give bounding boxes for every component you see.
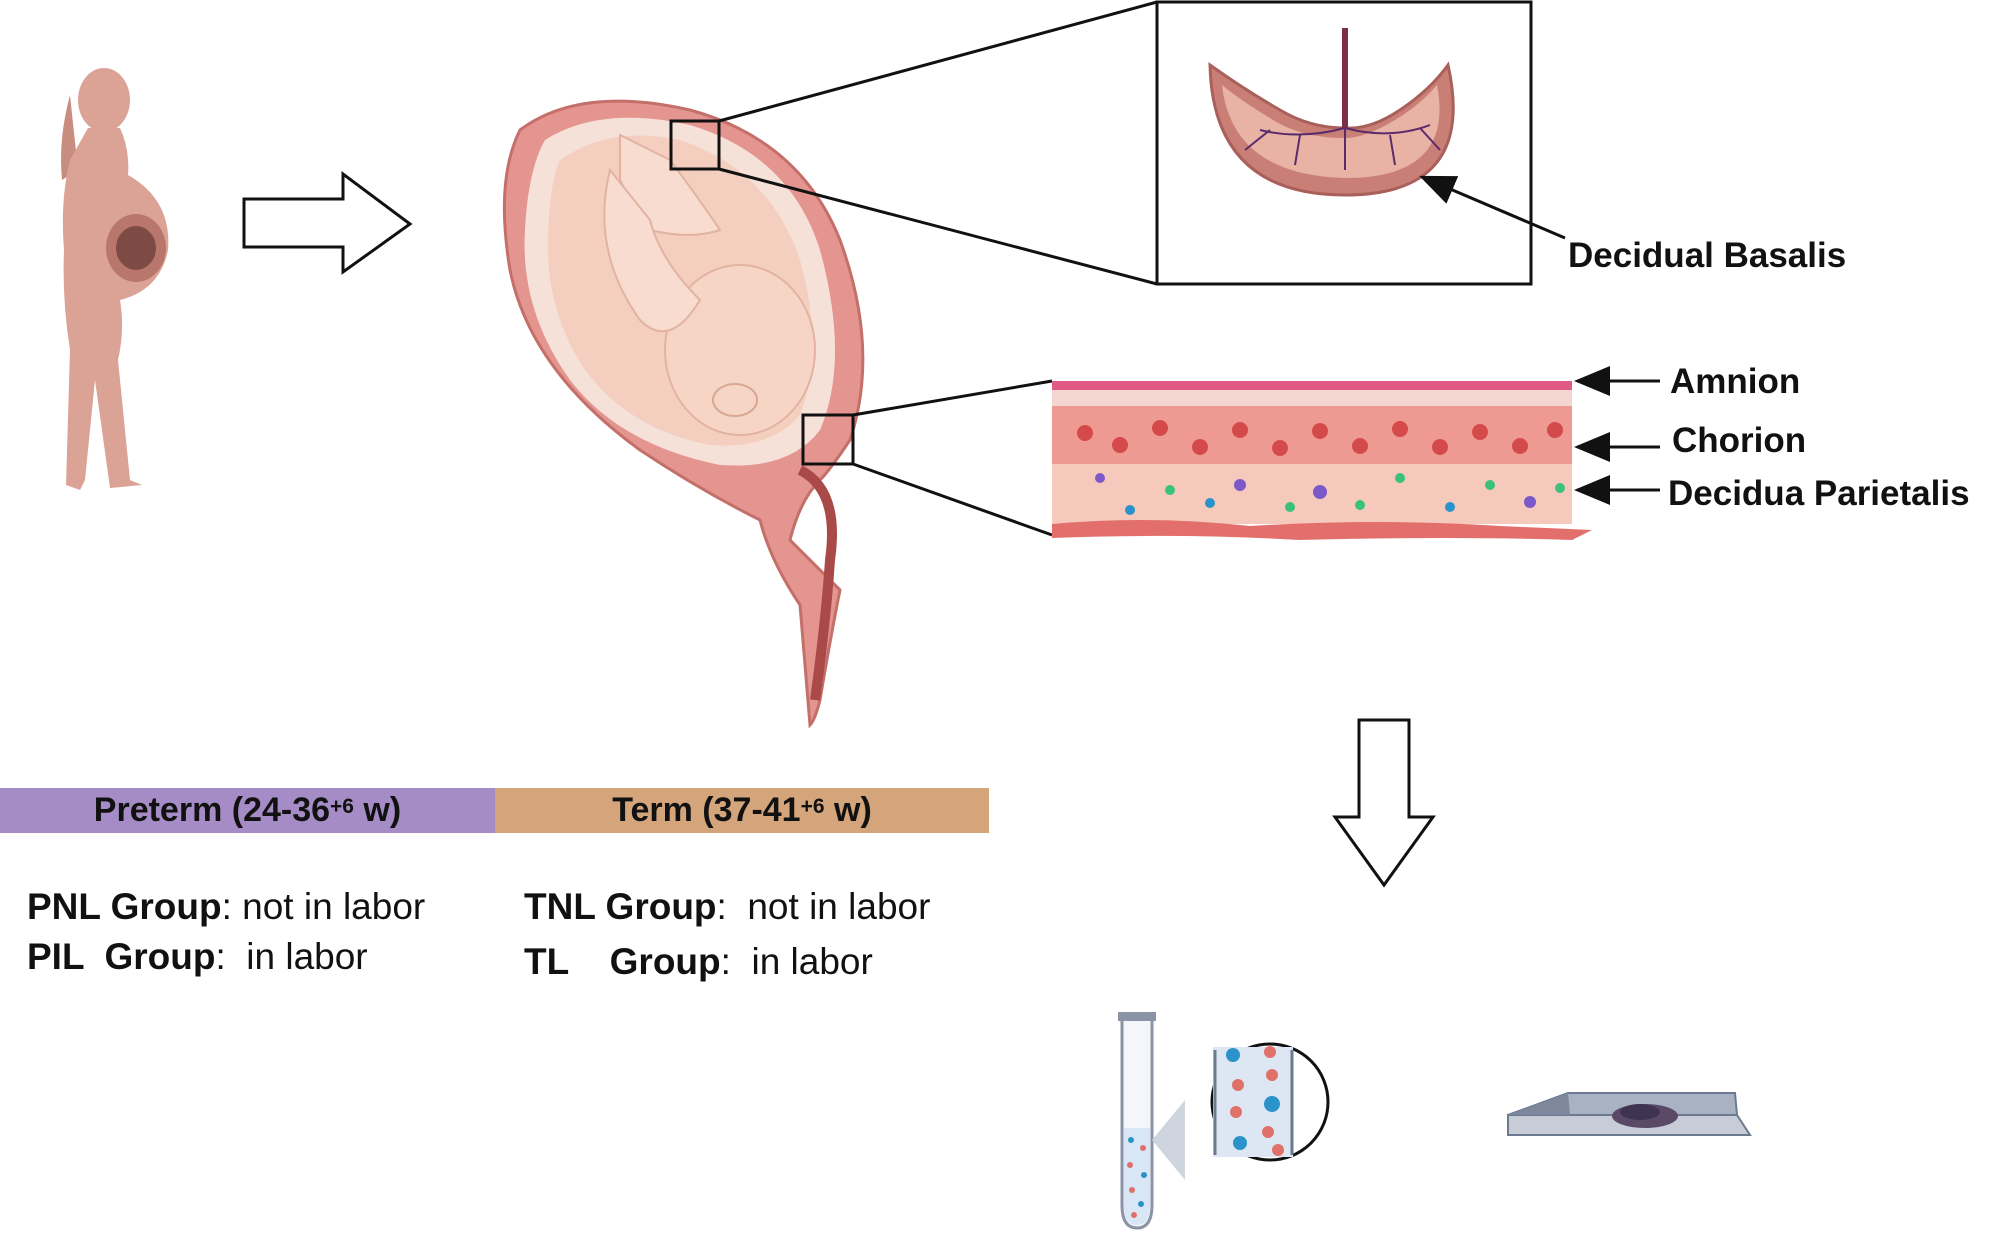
callout-box-basalis	[669, 119, 721, 171]
group-tnl: TNL Group: not in labor	[524, 888, 930, 925]
callout-box-parietalis	[801, 413, 855, 466]
label-decidual-basalis: Decidual Basalis	[1568, 236, 1847, 275]
preterm-bar-text: Preterm (24-36	[93, 791, 331, 829]
group-tl: TL Group: in labor	[524, 943, 873, 980]
label-chorion: Chorion	[1672, 421, 1807, 460]
group-pil-name: PIL Group	[27, 936, 216, 977]
group-pnl-desc: : not in labor	[221, 886, 426, 927]
preterm-bar: Preterm (24-36+6 w)	[0, 788, 495, 833]
microscope-slide-icon	[1507, 1092, 1752, 1136]
group-pnl-name: PNL Group	[27, 886, 222, 927]
group-pil: PIL Group: in labor	[27, 938, 368, 975]
uterus-fetus-icon	[502, 99, 865, 729]
down-arrow-icon	[1332, 718, 1436, 888]
term-bar-sup: +6	[800, 794, 825, 818]
term-bar-text: Term (37-41	[612, 791, 801, 829]
group-pil-desc: : in labor	[215, 936, 368, 977]
group-tl-desc: : in labor	[720, 941, 873, 982]
group-tnl-name: TNL Group	[524, 886, 717, 927]
preterm-bar-tail: w)	[353, 791, 402, 829]
preterm-bar-sup: +6	[330, 794, 354, 818]
placenta-icon	[1208, 28, 1455, 197]
label-decidua-parietalis: Decidua Parietalis	[1668, 474, 1970, 513]
label-amnion: Amnion	[1670, 362, 1801, 401]
membrane-layers-icon	[1052, 381, 1592, 540]
term-bar-tail: w)	[824, 791, 872, 829]
pregnant-woman-icon	[61, 68, 169, 490]
right-arrow-icon	[242, 171, 413, 275]
test-tube-icon	[1118, 1012, 1330, 1230]
group-tl-name: TL Group	[524, 941, 721, 982]
term-bar: Term (37-41+6 w)	[495, 788, 989, 833]
group-tnl-desc: : not in labor	[716, 886, 931, 927]
group-pnl: PNL Group: not in labor	[27, 888, 425, 925]
